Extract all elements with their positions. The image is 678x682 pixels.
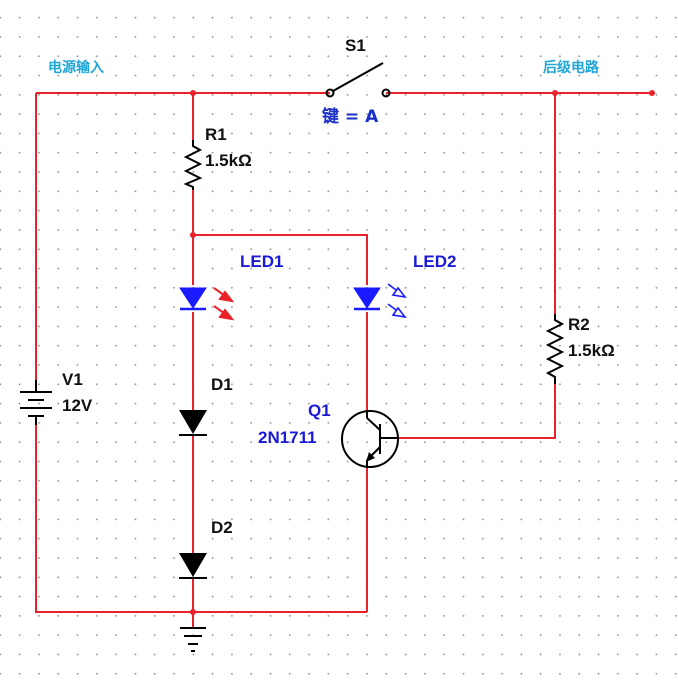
transistor-q1[interactable]: Q1 2N1711 [258, 401, 399, 468]
q1-model: 2N1711 [258, 428, 317, 447]
wire-r2-to-base [398, 384, 556, 439]
led2-name: LED2 [413, 252, 456, 271]
r2-zigzag [545, 314, 565, 384]
v1-name: V1 [62, 370, 83, 389]
battery-v1[interactable]: V1 12V [20, 370, 93, 425]
diode-d1[interactable]: D1 [179, 375, 233, 436]
led2-emission-arrows [387, 283, 407, 319]
led1-emission-arrows [213, 287, 235, 321]
junction-dot [552, 90, 558, 96]
junctions [190, 90, 655, 615]
ground-symbol [180, 627, 206, 652]
q1-emitter-arrow [366, 452, 375, 462]
d1-name: D1 [211, 375, 233, 394]
led-led2[interactable]: LED2 [353, 252, 456, 319]
net-label-input: 电源输入 [48, 59, 104, 76]
d1-triangle [179, 410, 207, 434]
resistor-r1[interactable]: R1 1.5kΩ [183, 125, 252, 190]
diode-d2[interactable]: D2 [179, 518, 233, 579]
r2-value: 1.5kΩ [568, 341, 615, 360]
v1-value: 12V [62, 396, 93, 415]
wire-left-rail-bottom [35, 425, 367, 613]
switch-contact-right [381, 88, 391, 98]
switch-lever [332, 62, 384, 92]
led1-triangle [179, 287, 207, 309]
switch-key-label: 键 = A [322, 106, 379, 127]
q1-name: Q1 [308, 401, 331, 420]
d2-triangle [179, 553, 207, 577]
junction-dot [190, 609, 196, 615]
led2-triangle [353, 287, 381, 309]
r2-name: R2 [568, 315, 590, 334]
switch-s1[interactable]: S1 键 = A [322, 36, 391, 127]
r1-value: 1.5kΩ [205, 151, 252, 170]
wire-node-to-led2 [193, 234, 368, 285]
junction-dot [190, 90, 196, 96]
wires [35, 92, 652, 628]
switch-name: S1 [345, 36, 366, 55]
resistor-r2[interactable]: R2 1.5kΩ [545, 314, 615, 384]
junction-dot [190, 232, 196, 238]
output-terminal-dot [649, 90, 655, 96]
d2-name: D2 [211, 518, 233, 537]
r1-name: R1 [205, 125, 227, 144]
net-label-output: 后级电路 [543, 59, 600, 76]
r1-zigzag [183, 140, 203, 190]
led1-name: LED1 [240, 252, 283, 271]
q1-collector-lead [366, 417, 381, 431]
led-led1[interactable]: LED1 [179, 252, 283, 321]
switch-contact-left [325, 88, 335, 98]
